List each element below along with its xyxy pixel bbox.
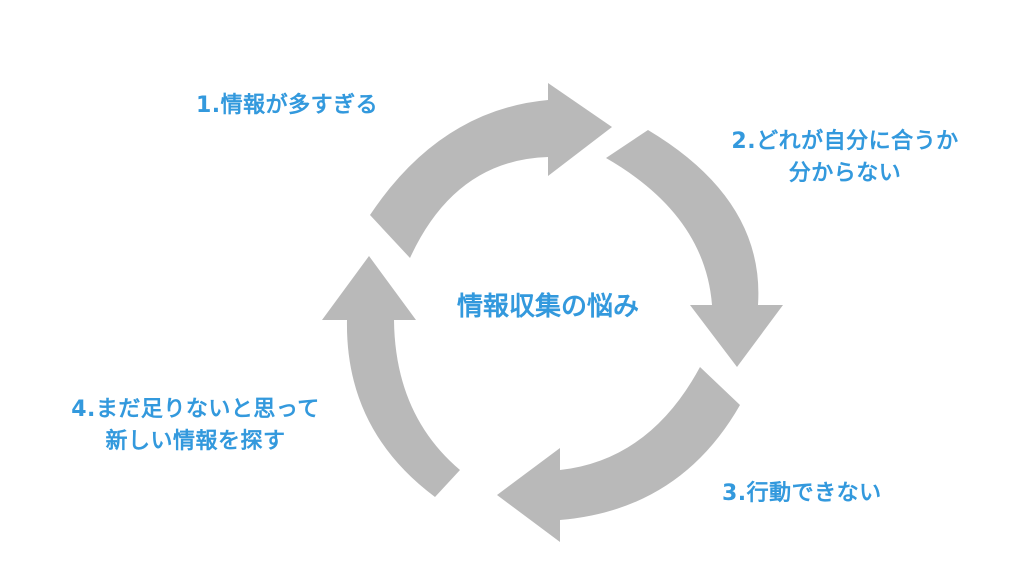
step-1-label: 1.情報が多すぎる — [196, 90, 378, 122]
cycle-arrow-step4-to-step1 — [322, 256, 460, 497]
step-2-text-line-1: 2.どれが自分に合うか — [731, 129, 959, 154]
step-2-label: 2.どれが自分に合うか 分からない — [700, 126, 990, 190]
step-1-text: 1.情報が多すぎる — [196, 93, 379, 118]
step-2-text-line-2: 分からない — [788, 161, 902, 186]
step-3-label: 3.行動できない — [722, 478, 882, 510]
cycle-arrow-step1-to-step2 — [370, 83, 612, 258]
center-title: 情報収集の悩み — [456, 292, 639, 322]
step-4-text-line-1: 4.まだ足りないと思って — [71, 397, 320, 422]
step-4-text-line-2: 新しい情報を探す — [105, 429, 286, 454]
step-4-label: 4.まだ足りないと思って 新しい情報を探す — [28, 394, 363, 458]
cycle-arrow-step2-to-step3 — [606, 130, 783, 367]
cycle-arrow-step3-to-step4 — [497, 367, 740, 542]
step-3-text: 3.行動できない — [722, 481, 882, 506]
